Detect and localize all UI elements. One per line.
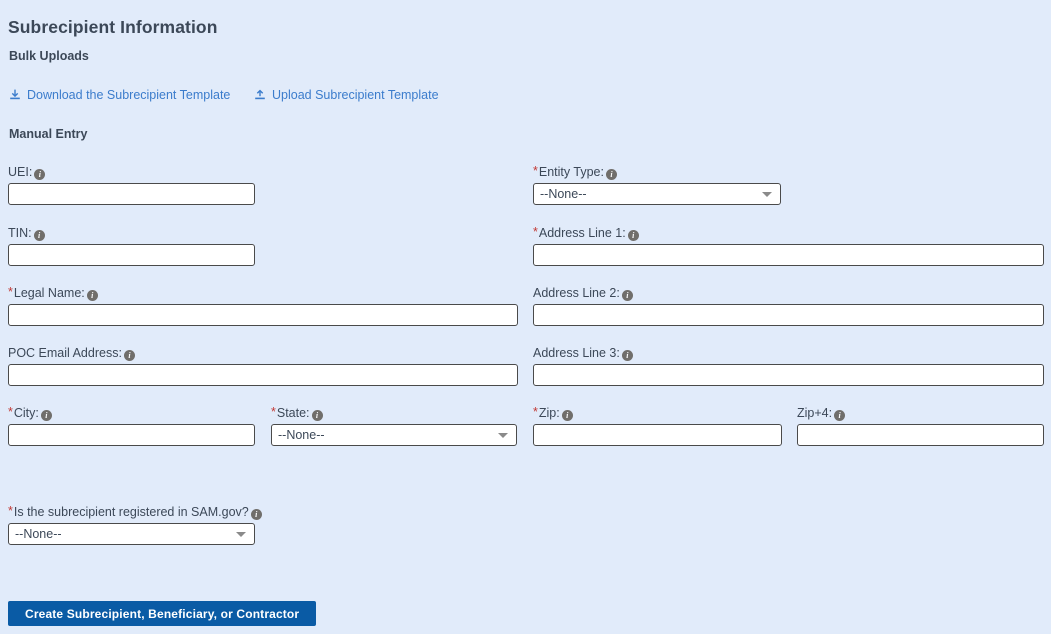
upload-subrecipient-template-link[interactable]: Upload Subrecipient Template <box>254 88 439 102</box>
zip-label-text: Zip: <box>538 406 560 420</box>
zip4-input[interactable] <box>797 424 1044 446</box>
entity-type-label: *Entity Type:i <box>533 165 781 180</box>
upload-icon <box>254 89 266 101</box>
legal-name-input[interactable] <box>8 304 518 326</box>
field-legal-name: *Legal Name:i <box>8 286 518 326</box>
required-marker: * <box>533 225 538 239</box>
info-icon[interactable]: i <box>34 169 46 180</box>
info-icon[interactable]: i <box>605 169 617 180</box>
city-label-text: City: <box>13 406 39 420</box>
required-marker: * <box>8 405 13 419</box>
field-tin: TIN:i <box>8 226 255 266</box>
uei-label: UEI:i <box>8 165 255 180</box>
entity-type-select-value: --None-- <box>540 187 587 201</box>
sam-registered-label-text: Is the subrecipient registered in SAM.go… <box>13 505 249 519</box>
sam-registered-select-value: --None-- <box>15 527 62 541</box>
zip4-label: Zip+4:i <box>797 406 1044 421</box>
info-icon[interactable]: i <box>86 290 98 301</box>
field-state: *State:i --None-- <box>271 406 517 446</box>
field-entity-type: *Entity Type:i --None-- <box>533 165 781 205</box>
state-label: *State:i <box>271 406 517 421</box>
field-address-2: Address Line 2:i <box>533 286 1044 326</box>
field-zip4: Zip+4:i <box>797 406 1044 446</box>
zip-label: *Zip:i <box>533 406 782 421</box>
field-zip: *Zip:i <box>533 406 782 446</box>
state-select[interactable]: --None-- <box>271 424 517 446</box>
info-icon[interactable]: i <box>621 290 633 301</box>
legal-name-label-text: Legal Name: <box>13 286 85 300</box>
tin-label-text: TIN: <box>8 226 32 240</box>
zip4-label-text: Zip+4: <box>797 406 833 420</box>
download-subrecipient-template-link[interactable]: Download the Subrecipient Template <box>9 88 230 102</box>
uei-label-text: UEI: <box>8 165 33 179</box>
address-3-input[interactable] <box>533 364 1044 386</box>
chevron-down-icon <box>236 532 246 537</box>
address-1-input[interactable] <box>533 244 1044 266</box>
address-2-label-text: Address Line 2: <box>533 286 620 300</box>
manual-entry-heading: Manual Entry <box>9 127 88 141</box>
address-2-label: Address Line 2:i <box>533 286 1044 301</box>
chevron-down-icon <box>498 433 508 438</box>
info-icon[interactable]: i <box>834 410 846 421</box>
poc-email-label-text: POC Email Address: <box>8 346 122 360</box>
required-marker: * <box>8 504 13 518</box>
sam-registered-select[interactable]: --None-- <box>8 523 255 545</box>
required-marker: * <box>271 405 276 419</box>
info-icon[interactable]: i <box>123 350 135 361</box>
entity-type-label-text: Entity Type: <box>538 165 604 179</box>
info-icon[interactable]: i <box>311 410 323 421</box>
chevron-down-icon <box>762 192 772 197</box>
bulk-uploads-heading: Bulk Uploads <box>9 49 89 63</box>
info-icon[interactable]: i <box>40 410 52 421</box>
upload-link-label: Upload Subrecipient Template <box>272 88 439 102</box>
download-link-label: Download the Subrecipient Template <box>27 88 231 102</box>
field-address-3: Address Line 3:i <box>533 346 1044 386</box>
zip-input[interactable] <box>533 424 782 446</box>
field-city: *City:i <box>8 406 255 446</box>
city-label: *City:i <box>8 406 255 421</box>
required-marker: * <box>533 405 538 419</box>
tin-label: TIN:i <box>8 226 255 241</box>
info-icon[interactable]: i <box>561 410 573 421</box>
info-icon[interactable]: i <box>627 230 639 241</box>
city-input[interactable] <box>8 424 255 446</box>
uei-input[interactable] <box>8 183 255 205</box>
entity-type-select[interactable]: --None-- <box>533 183 781 205</box>
address-3-label: Address Line 3:i <box>533 346 1044 361</box>
field-sam-registered: *Is the subrecipient registered in SAM.g… <box>8 505 262 545</box>
required-marker: * <box>533 164 538 178</box>
field-address-1: *Address Line 1:i <box>533 226 1044 266</box>
required-marker: * <box>8 285 13 299</box>
info-icon[interactable]: i <box>621 350 633 361</box>
address-1-label: *Address Line 1:i <box>533 226 1044 241</box>
address-2-input[interactable] <box>533 304 1044 326</box>
poc-email-input[interactable] <box>8 364 518 386</box>
info-icon[interactable]: i <box>33 230 45 241</box>
create-subrecipient-button[interactable]: Create Subrecipient, Beneficiary, or Con… <box>8 601 317 626</box>
info-icon[interactable]: i <box>250 509 262 520</box>
address-1-label-text: Address Line 1: <box>538 226 626 240</box>
tin-input[interactable] <box>8 244 255 266</box>
sam-registered-label: *Is the subrecipient registered in SAM.g… <box>8 505 262 520</box>
poc-email-label: POC Email Address:i <box>8 346 518 361</box>
page-title: Subrecipient Information <box>8 16 218 37</box>
field-uei: UEI:i <box>8 165 255 205</box>
state-select-value: --None-- <box>278 428 325 442</box>
state-label-text: State: <box>276 406 310 420</box>
download-icon <box>9 89 21 101</box>
address-3-label-text: Address Line 3: <box>533 346 620 360</box>
legal-name-label: *Legal Name:i <box>8 286 518 301</box>
field-poc-email: POC Email Address:i <box>8 346 518 386</box>
